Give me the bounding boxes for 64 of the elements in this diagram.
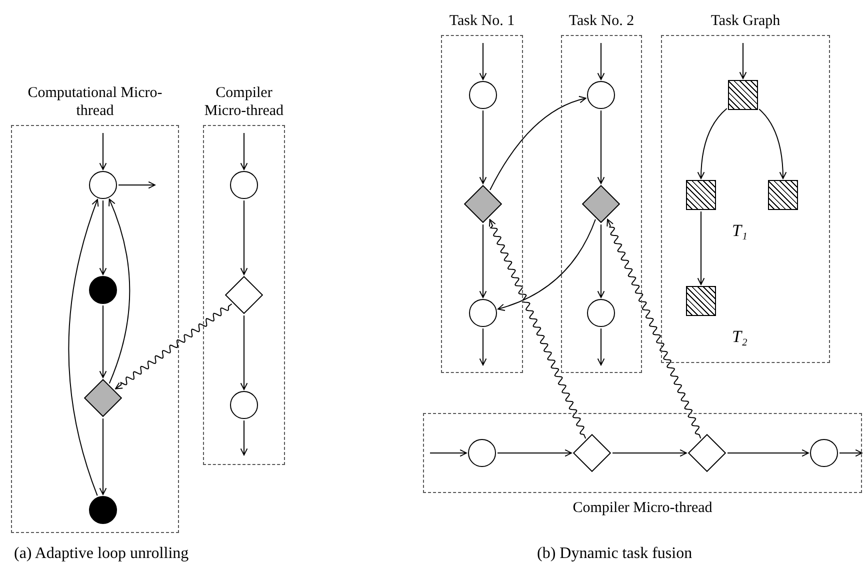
hatched-square-node [686, 286, 716, 316]
arrow [597, 328, 605, 366]
arrow [612, 449, 687, 457]
arrow [490, 96, 586, 190]
arrow [758, 108, 787, 179]
circle-node [810, 439, 838, 467]
arrow [99, 200, 107, 275]
diamond-node [464, 185, 502, 223]
diamond-node [84, 379, 122, 417]
wavy-arrow [489, 219, 586, 439]
arrow [697, 108, 728, 179]
arrow [240, 315, 248, 390]
arrow [497, 449, 572, 457]
arrow [108, 198, 130, 384]
circle-node [230, 171, 258, 199]
diamond-node [573, 434, 611, 472]
subfigure-caption: (a) Adaptive loop unrolling [14, 545, 189, 563]
arrow [739, 42, 747, 79]
arrow [240, 420, 248, 456]
arrow [479, 42, 487, 80]
group-title: Task No. 1 [448, 12, 516, 31]
hatched-square-node [686, 180, 716, 210]
arrow [597, 42, 605, 80]
node-label: T₁ [732, 221, 748, 241]
circle-node [587, 81, 615, 109]
hatched-square-node [728, 80, 758, 110]
arrow [839, 449, 862, 457]
arrow [68, 198, 99, 496]
group-title: Compiler Micro-thread [203, 84, 285, 121]
arrow [430, 449, 467, 457]
circle-node [468, 439, 496, 467]
group-title: Task Graph [710, 12, 782, 31]
circle-node [469, 299, 497, 327]
group-title: Task No. 2 [568, 12, 636, 31]
circle-node [230, 391, 258, 419]
arrow [727, 449, 809, 457]
group-title: Computational Micro-thread [26, 84, 164, 121]
arrow [597, 224, 605, 298]
arrow [697, 211, 705, 285]
group-title: Compiler Micro-thread [572, 499, 714, 518]
wavy-arrow [606, 218, 702, 439]
arrow [497, 218, 596, 311]
diamond-node [688, 434, 726, 472]
circle-node [469, 81, 497, 109]
hatched-square-node [768, 180, 798, 210]
arrow [99, 132, 107, 170]
arrow [479, 110, 487, 184]
diamond-node [225, 276, 263, 314]
circle-node [89, 171, 117, 199]
circle-node [89, 496, 117, 524]
circle-node [587, 299, 615, 327]
arrow [99, 305, 107, 378]
circle-node [89, 276, 117, 304]
arrow [479, 224, 487, 298]
arrow [240, 132, 248, 170]
arrow [479, 328, 487, 366]
subfigure-caption: (b) Dynamic task fusion [537, 545, 692, 563]
arrow [597, 110, 605, 184]
wavy-arrow [115, 303, 232, 390]
node-label: T₂ [732, 327, 748, 347]
arrow [240, 200, 248, 275]
arrow [99, 418, 107, 495]
arrow [118, 181, 156, 189]
diamond-node [582, 185, 620, 223]
